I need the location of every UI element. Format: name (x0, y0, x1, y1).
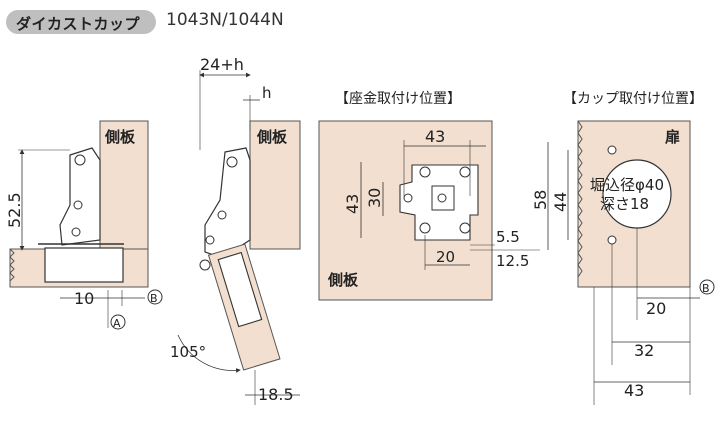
mount-dim-125: 12.5 (496, 252, 529, 270)
marker-a (110, 314, 126, 330)
cup-title: 【カップ取付け位置】 (563, 91, 703, 107)
cup-dim-44: 44 (551, 192, 570, 212)
side-panel-label: 側板 (104, 128, 136, 146)
dim-h: h (262, 84, 272, 102)
cup-dim-43: 43 (624, 381, 644, 400)
mount-dim-20: 20 (436, 248, 455, 266)
mounting-plate-view: 【座金取付け位置】 側板 43 43 30 5.5 20 12.5 (318, 91, 540, 301)
cup-marker-b (699, 279, 715, 295)
cup-door-panel (577, 120, 691, 288)
model-number: 1043N/1044N (166, 10, 284, 30)
dim-offset: 10 (74, 289, 94, 308)
mount-dim-h30: 30 (365, 188, 384, 208)
dim-top: 24+h (200, 55, 244, 74)
cup-bore (602, 159, 672, 229)
hinge-arm (59, 147, 101, 246)
side-view-open: 側板 24+h h 105° 18.5 (170, 55, 301, 405)
category-label: ダイカストカップ (16, 15, 141, 33)
mount-dim-h43: 43 (343, 194, 362, 214)
side-panel (99, 120, 149, 250)
category-badge: ダイカストカップ (6, 10, 156, 34)
side-view-closed: 側板 52.5 10 B A (5, 120, 163, 330)
cup-depth-label: 深さ18 (600, 195, 649, 213)
cup-door-label: 扉 (664, 128, 680, 146)
dim-angle: 105° (170, 343, 206, 361)
open-panel-label: 側板 (256, 128, 288, 146)
cup-dim-20: 20 (646, 299, 666, 318)
header: ダイカストカップ 1043N/1044N (0, 0, 720, 40)
cup-dim-58: 58 (531, 190, 550, 210)
cup-bore-label: 堀込径φ40 (590, 176, 664, 194)
marker-b (147, 289, 163, 305)
svg-text:B: B (150, 292, 158, 305)
dim-bottom: 18.5 (258, 385, 294, 404)
open-side-panel (249, 120, 301, 250)
cup-dim-32: 32 (634, 341, 654, 360)
hinge-cup (44, 247, 124, 283)
dim-height: 52.5 (5, 192, 24, 228)
svg-text:B: B (702, 282, 710, 295)
cup-position-view: 【カップ取付け位置】 扉 堀込径φ40 深さ18 58 44 20 32 43 … (531, 91, 715, 405)
mount-dim-width: 43 (425, 127, 445, 146)
mount-panel-label: 側板 (327, 271, 359, 289)
mount-title: 【座金取付け位置】 (335, 91, 461, 107)
svg-text:A: A (113, 317, 121, 330)
mount-dim-55: 5.5 (496, 228, 520, 246)
